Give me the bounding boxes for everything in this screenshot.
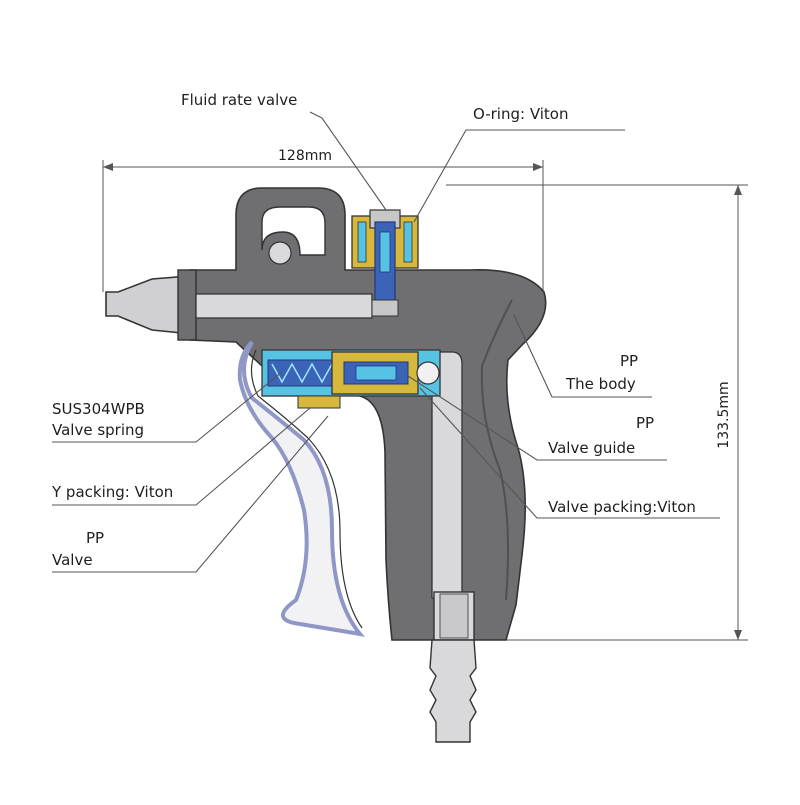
trigger-lever (237, 340, 365, 637)
leader-lines (52, 111, 720, 573)
leader-valve-spring (52, 371, 283, 443)
gun-body (105, 187, 547, 743)
leader-valve-guide (407, 375, 667, 461)
valve-ball (416, 361, 440, 385)
label-valve-spring: Valve spring (52, 421, 144, 439)
label-valve: Valve (52, 551, 93, 569)
nozzle-collar (177, 269, 197, 341)
valve-assembly (261, 349, 441, 409)
height-arrow-top (734, 185, 742, 195)
grip-contour (480, 299, 513, 601)
height-arrow-bottom (734, 630, 742, 640)
valve-spring-coil (271, 362, 333, 384)
width-arrow-left (103, 163, 113, 171)
label-body-material: PP (620, 352, 638, 370)
height-dimension: 133.5mm (446, 184, 748, 641)
leader-fluid-rate-valve (309, 111, 387, 211)
label-spring-material: SUS304WPB (52, 400, 145, 418)
hose-barb (429, 639, 477, 743)
valve-stem-core (379, 231, 391, 273)
hook-pin (268, 241, 292, 265)
label-y-packing: Y packing: Viton (51, 483, 173, 501)
fitting-hex-face (439, 593, 469, 639)
leader-y-packing (52, 407, 311, 506)
leader-body (513, 314, 652, 398)
label-guide-material: PP (636, 414, 654, 432)
label-valve-packing: Valve packing:Viton (548, 498, 696, 516)
height-dimension-label: 133.5mm (716, 381, 732, 448)
label-valve-material: PP (86, 529, 104, 547)
valve-tip (371, 299, 399, 317)
o-ring-left (357, 221, 367, 263)
fluid-rate-valve (351, 209, 419, 317)
hook-hole (261, 206, 326, 256)
trigger-inner-edge (250, 349, 363, 629)
width-dimension-label: 128mm (278, 148, 332, 164)
label-fluid-rate-valve: Fluid rate valve (181, 91, 297, 109)
labels: Fluid rate valve O-ring: Viton PP The bo… (51, 91, 696, 569)
width-dimension: 128mm (102, 148, 544, 292)
valve-rod-core (355, 365, 397, 381)
leader-o-ring (413, 129, 625, 223)
leader-valve-packing (419, 387, 720, 519)
leader-valve (52, 415, 329, 573)
label-body: The body (565, 375, 636, 393)
trigger (237, 340, 365, 637)
label-valve-guide: Valve guide (548, 439, 635, 457)
width-arrow-right (533, 163, 543, 171)
o-ring-right (403, 221, 413, 263)
y-packing (297, 395, 341, 409)
barrel-bore (195, 293, 373, 319)
label-o-ring: O-ring: Viton (473, 105, 569, 123)
